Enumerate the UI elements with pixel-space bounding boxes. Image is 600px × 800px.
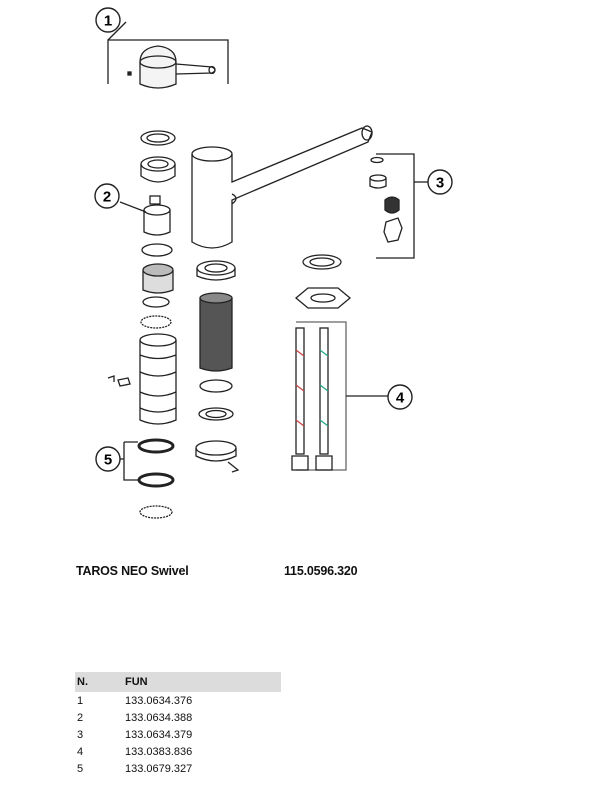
aerator-part [369,153,428,259]
row-code: 133.0383.836 [125,745,193,758]
callout-3: 3 [427,169,453,195]
o-rings-part [123,438,175,519]
parts-table-header: N. FUN [75,672,281,692]
row-number: 2 [77,711,84,724]
row-code: 133.0634.376 [125,694,193,707]
table-row: 2 133.0634.388 [75,709,281,726]
row-code: 133.0679.327 [125,762,193,775]
row-number: 1 [77,694,84,707]
column-header-fun: FUN [123,672,281,692]
row-number: 4 [77,745,84,758]
svg-text:1: 1 [104,13,112,30]
mounting-plate [294,254,352,309]
row-code: 133.0634.379 [125,728,193,741]
flexible-hoses-part [291,321,388,471]
svg-text:3: 3 [436,175,444,192]
callout-1: 1 [95,7,121,33]
callout-5: 5 [95,446,124,472]
parts-table: N. FUN 1 133.0634.376 2 133.0634.388 3 1… [75,672,281,777]
column-header-number: N. [75,672,123,692]
svg-text:5: 5 [104,452,112,469]
exploded-parts-diagram: 1 2 3 4 5 [94,7,453,519]
cartridge-stack [107,130,177,425]
svg-text:2: 2 [103,189,111,206]
product-code: 115.0596.320 [284,564,358,578]
svg-text:4: 4 [396,390,405,407]
callout-4: 4 [387,384,413,410]
table-row: 1 133.0634.376 [75,692,281,709]
lever-handle-part [107,21,229,89]
row-number: 5 [77,762,84,775]
table-row: 5 133.0679.327 [75,760,281,777]
product-name: TAROS NEO Swivel [76,564,189,578]
table-row: 4 133.0383.836 [75,743,281,760]
table-row: 3 133.0634.379 [75,726,281,743]
spout-body [191,125,373,249]
row-code: 133.0634.388 [125,711,193,724]
callout-2: 2 [94,183,120,209]
row-number: 3 [77,728,84,741]
base-parts-column [195,260,240,473]
